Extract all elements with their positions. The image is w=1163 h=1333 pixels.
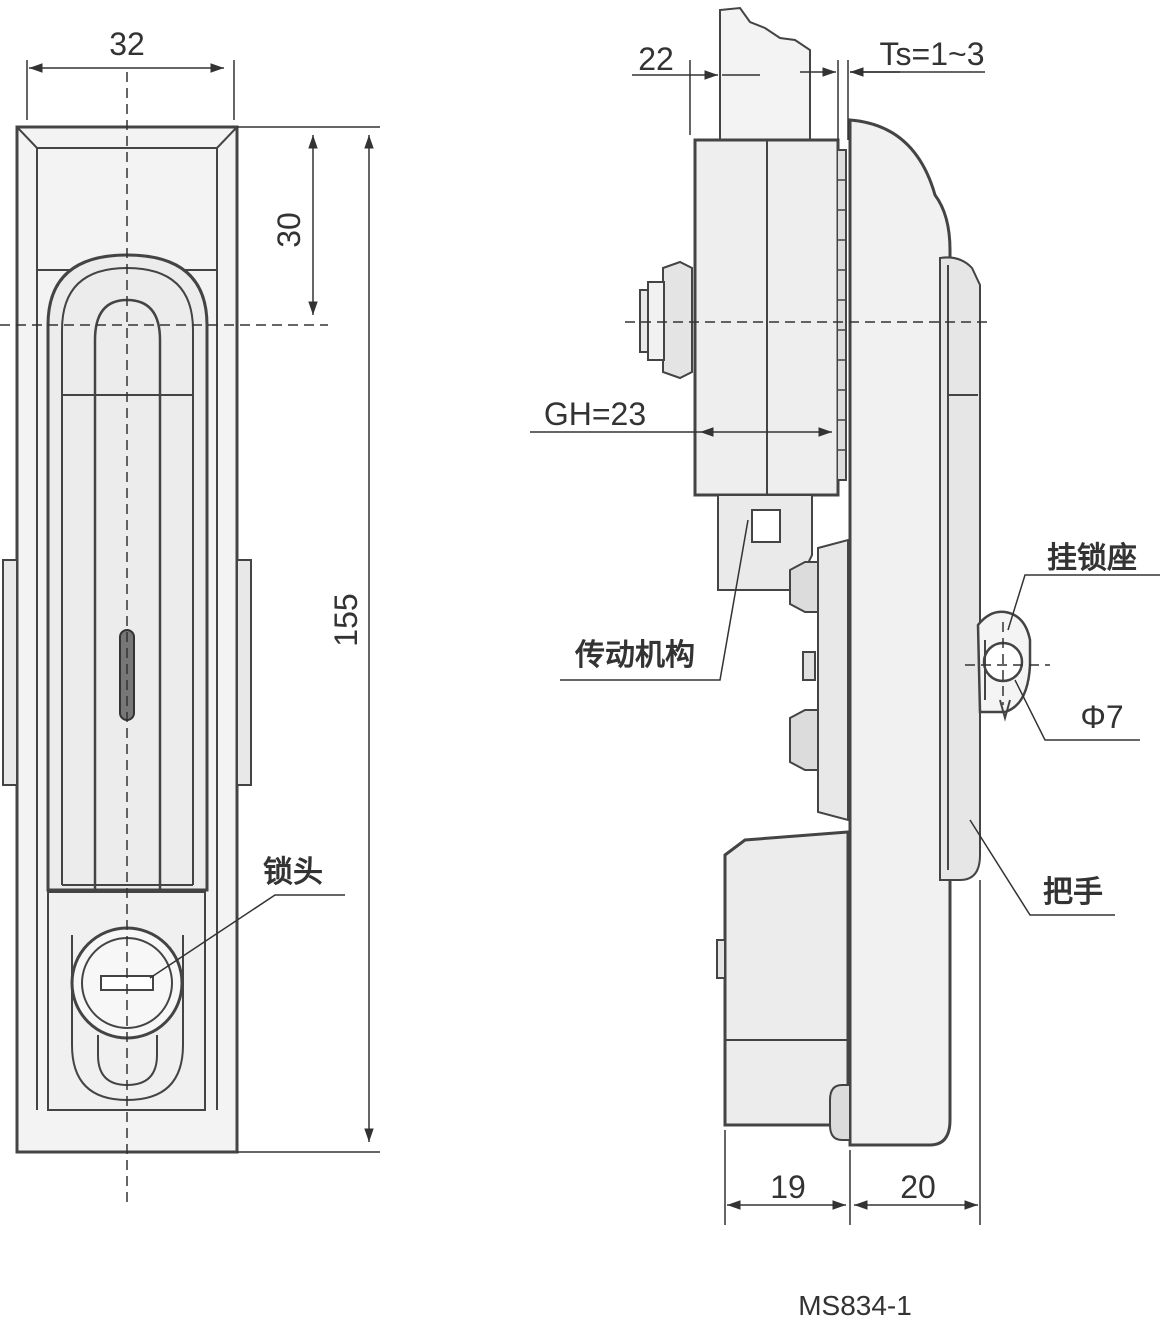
dim-22: 22: [638, 41, 674, 77]
front-side-tab-right: [236, 559, 252, 786]
dim-20: 20: [900, 1169, 936, 1205]
dim-19: 19: [770, 1169, 806, 1205]
leader-handle: [969, 819, 1115, 916]
lower-knob: [789, 709, 819, 771]
housing-teeth: [838, 149, 847, 481]
handle-body-side: [848, 118, 952, 1147]
dim-ts: Ts=1~3: [880, 36, 985, 72]
mounting-nut: [662, 260, 693, 380]
leader-padlock: [1007, 574, 1160, 631]
label-drive-mechanism: 传动机构: [574, 638, 695, 673]
dim-width-32: 32: [109, 26, 145, 62]
handle-slot: [119, 629, 135, 721]
side-dimension-lines: [530, 60, 1160, 1225]
label-padlock-seat: 挂锁座: [1047, 541, 1137, 576]
label-lock-head: 锁头: [263, 855, 323, 890]
dim-gh: GH=23: [544, 396, 646, 432]
door-panel: [719, 6, 811, 141]
dim-phi7: Φ7: [1080, 699, 1123, 735]
upper-knob: [789, 561, 819, 613]
leader-phi: [1014, 679, 1140, 741]
model-number: MS834-1: [798, 1290, 912, 1321]
leader-drive: [560, 519, 749, 681]
lower-lock-block: [723, 830, 850, 1127]
handle-grip-plate: [939, 256, 981, 881]
front-top-bevel: [16, 126, 238, 270]
front-inner-panel: [36, 270, 218, 1110]
front-dimension-lines: [26, 60, 380, 1153]
dim-height-155: 155: [328, 593, 364, 646]
side-centre-lines: [625, 321, 1050, 705]
side-view: [639, 6, 1032, 1147]
front-side-tab-left: [2, 559, 18, 786]
dim-offset-30: 30: [271, 212, 307, 248]
front-centre-lines: [0, 72, 328, 1205]
lower-stud: [829, 1084, 851, 1141]
label-handle: 把手: [1043, 875, 1103, 910]
